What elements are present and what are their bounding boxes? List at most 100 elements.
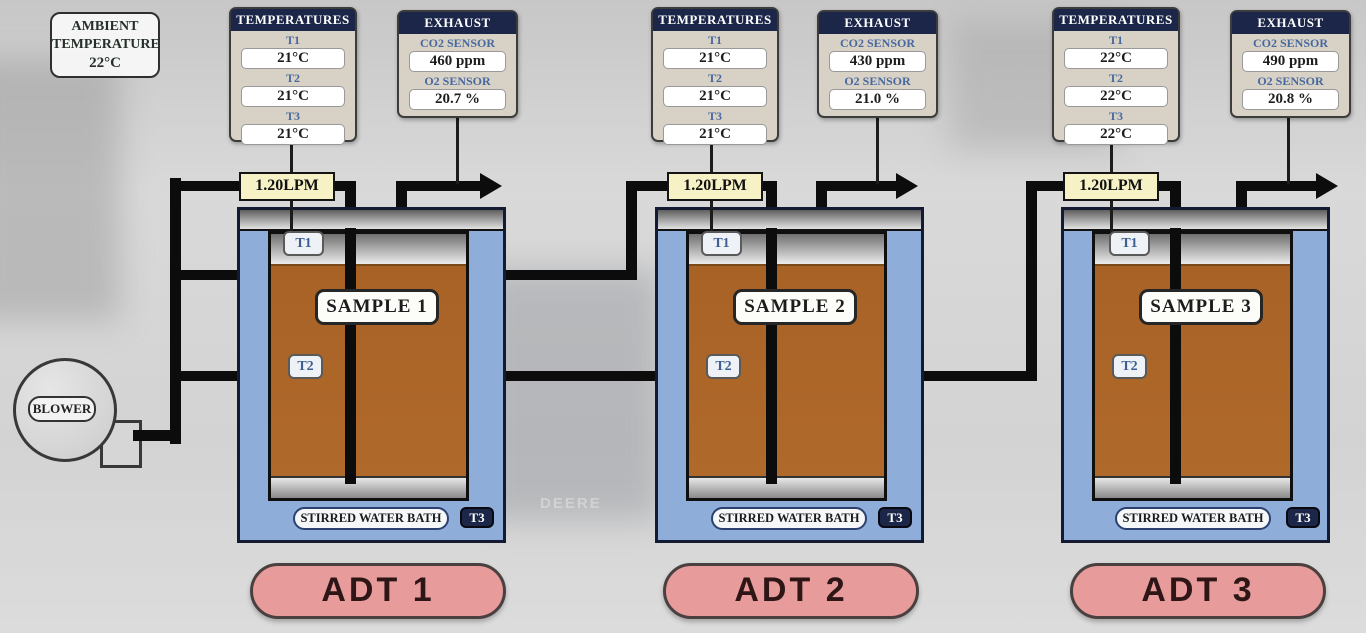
temperatures-panel-3: TEMPERATURES T1 22°C T2 22°C T3 22°C	[1052, 7, 1180, 145]
adt-2-button[interactable]: ADT 2	[663, 563, 919, 619]
probe-badge-t1-3: T1	[1109, 231, 1150, 256]
ambient-temperature-box: AMBIENT TEMPERATURE 22°C	[50, 12, 160, 78]
exhaust-sensor-stem-1	[456, 116, 459, 184]
probe-badge-t3-2: T3	[878, 507, 912, 528]
vessel-bottom-2	[689, 476, 884, 498]
probe-badge-t1-1: T1	[283, 231, 324, 256]
probe-badge-t2-1: T2	[288, 354, 323, 379]
t3-label: T3	[707, 109, 722, 123]
exhaust-sensor-stem-3	[1287, 116, 1290, 184]
co2-value: 430 ppm	[829, 51, 926, 72]
exhaust-arrow-2	[896, 173, 918, 199]
pipe-supply-3-a	[170, 371, 240, 381]
stirred-water-bath-label-2: STIRRED WATER BATH	[711, 507, 867, 530]
t2-value: 21°C	[663, 86, 767, 107]
exhaust-arrow-1	[480, 173, 502, 199]
background-watermark: DEERE	[540, 495, 602, 512]
t1-label: T1	[707, 33, 722, 47]
pipe-supply-2-a	[170, 270, 240, 280]
vessel-bottom-1	[271, 476, 466, 498]
ambient-label: AMBIENT TEMPERATURE	[52, 19, 160, 52]
t3-value: 21°C	[241, 124, 345, 145]
co2-value: 460 ppm	[409, 51, 506, 72]
pipe-exhaust-1	[396, 181, 480, 191]
temperatures-panel-title-3: TEMPERATURES	[1054, 9, 1178, 31]
exhaust-panel-3: EXHAUST CO2 SENSOR 490 ppm O2 SENSOR 20.…	[1230, 10, 1351, 118]
t3-value: 22°C	[1064, 124, 1168, 145]
pipe-manifold	[170, 178, 181, 444]
water-bath-1	[237, 207, 506, 543]
temperatures-panel-title-2: TEMPERATURES	[653, 9, 777, 31]
t1-value: 21°C	[663, 48, 767, 69]
stirred-water-bath-label-3: STIRRED WATER BATH	[1115, 507, 1271, 530]
vessel-bottom-3	[1095, 476, 1290, 498]
o2-sensor-label: O2 SENSOR	[1257, 74, 1324, 88]
stirrer-shaft-2	[766, 228, 777, 484]
exhaust-panel-title-2: EXHAUST	[819, 12, 936, 34]
t3-label: T3	[285, 109, 300, 123]
stirrer-shaft-3	[1170, 228, 1181, 484]
sample-label-3: SAMPLE 3	[1139, 289, 1263, 325]
o2-sensor-label: O2 SENSOR	[424, 74, 491, 88]
temperatures-panel-1: TEMPERATURES T1 21°C T2 21°C T3 21°C	[229, 7, 357, 145]
t1-label: T1	[285, 33, 300, 47]
exhaust-panel-title-1: EXHAUST	[399, 12, 516, 34]
background-photo-shadow	[0, 60, 120, 320]
exhaust-arrow-3	[1316, 173, 1338, 199]
bath-lid-2	[658, 210, 921, 231]
sample-label-2: SAMPLE 2	[733, 289, 857, 325]
co2-sensor-label: CO2 SENSOR	[419, 36, 496, 50]
o2-value: 20.8 %	[1242, 89, 1339, 110]
exhaust-panel-2: EXHAUST CO2 SENSOR 430 ppm O2 SENSOR 21.…	[817, 10, 938, 118]
temperatures-panel-2: TEMPERATURES T1 21°C T2 21°C T3 21°C	[651, 7, 779, 145]
exhaust-panel-title-3: EXHAUST	[1232, 12, 1349, 34]
pipe-exhaust-3	[1236, 181, 1316, 191]
t3-label: T3	[1108, 109, 1123, 123]
temperatures-panel-title-1: TEMPERATURES	[231, 9, 355, 31]
water-bath-3	[1061, 207, 1330, 543]
t2-label: T2	[707, 71, 722, 85]
adt-3-button[interactable]: ADT 3	[1070, 563, 1326, 619]
pipe-supply-3-riser	[1026, 181, 1037, 381]
t2-value: 22°C	[1064, 86, 1168, 107]
blower-label: BLOWER	[28, 396, 96, 422]
flow-meter-2: 1.20LPM	[667, 172, 763, 201]
t2-label: T2	[285, 71, 300, 85]
probe-badge-t3-3: T3	[1286, 507, 1320, 528]
background-photo-shadow	[480, 270, 660, 520]
co2-value: 490 ppm	[1242, 51, 1339, 72]
exhaust-panel-1: EXHAUST CO2 SENSOR 460 ppm O2 SENSOR 20.…	[397, 10, 518, 118]
probe-badge-t2-2: T2	[706, 354, 741, 379]
bath-lid-3	[1064, 210, 1327, 231]
pipe-exhaust-2	[816, 181, 896, 191]
t1-value: 21°C	[241, 48, 345, 69]
t1-label: T1	[1108, 33, 1123, 47]
stirred-water-bath-label-1: STIRRED WATER BATH	[293, 507, 449, 530]
probe-badge-t1-2: T1	[701, 231, 742, 256]
adt-1-button[interactable]: ADT 1	[250, 563, 506, 619]
co2-sensor-label: CO2 SENSOR	[1252, 36, 1329, 50]
pipe-supply-3-c	[915, 371, 1037, 381]
exhaust-sensor-stem-2	[876, 116, 879, 184]
water-bath-2	[655, 207, 924, 543]
bath-lid-1	[240, 210, 503, 231]
probe-badge-t2-3: T2	[1112, 354, 1147, 379]
o2-sensor-label: O2 SENSOR	[844, 74, 911, 88]
pipe-supply-3-b	[497, 371, 660, 381]
pipe-supply-2-riser	[626, 181, 637, 280]
t3-value: 21°C	[663, 124, 767, 145]
o2-value: 21.0 %	[829, 89, 926, 110]
t2-label: T2	[1108, 71, 1123, 85]
stirrer-shaft-1	[345, 228, 356, 484]
ambient-value: 22°C	[89, 55, 121, 71]
t1-value: 22°C	[1064, 48, 1168, 69]
probe-badge-t3-1: T3	[460, 507, 494, 528]
flow-meter-1: 1.20LPM	[239, 172, 335, 201]
flow-meter-3: 1.20LPM	[1063, 172, 1159, 201]
pipe-supply-2-b	[497, 270, 637, 280]
pipe-blower-outlet	[133, 430, 178, 441]
sample-label-1: SAMPLE 1	[315, 289, 439, 325]
o2-value: 20.7 %	[409, 89, 506, 110]
t2-value: 21°C	[241, 86, 345, 107]
